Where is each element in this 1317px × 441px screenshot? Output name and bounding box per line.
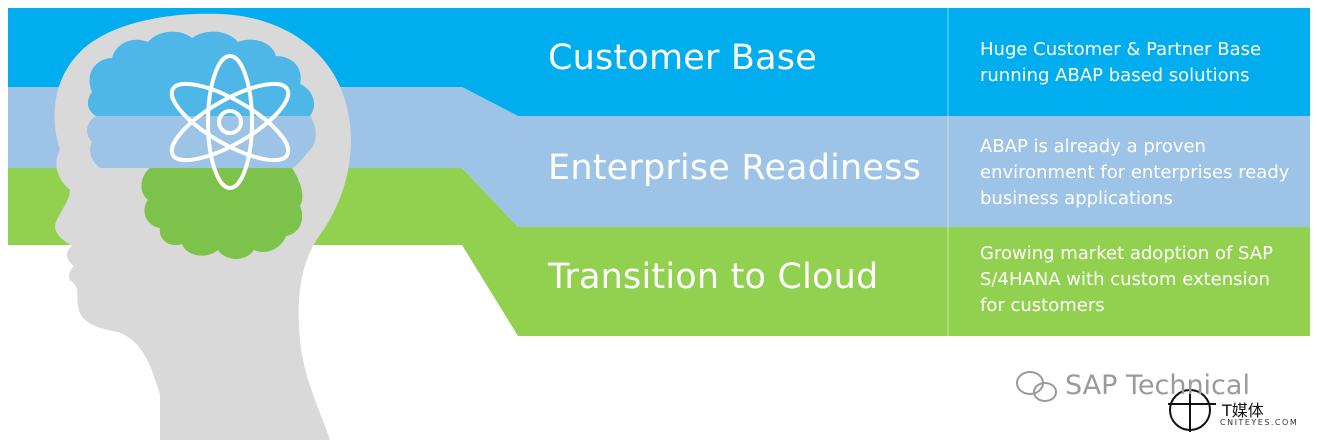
brain-lower-lobe	[141, 168, 303, 259]
desc-line: S/4HANA with custom extension	[980, 269, 1270, 290]
watermark-text: SAP Technical	[1065, 370, 1250, 401]
desc-line: running ABAP based solutions	[980, 65, 1250, 86]
band-customer-base	[8, 8, 1310, 116]
desc-transition-to-cloud: Growing market adoption of SAP S/4HANA w…	[980, 241, 1305, 319]
atom-orbit-left	[169, 81, 291, 163]
title-customer-base: Customer Base	[548, 38, 817, 78]
desc-customer-base: Huge Customer & Partner Base running ABA…	[980, 37, 1305, 89]
desc-line: Growing market adoption of SAP	[980, 243, 1273, 264]
watermark-url: CNITEYES.COM	[1220, 418, 1299, 427]
desc-enterprise-readiness: ABAP is already a proven environment for…	[980, 134, 1305, 212]
title-enterprise-readiness: Enterprise Readiness	[548, 148, 922, 188]
atom-orbit-right	[169, 81, 291, 163]
wechat-icon	[1016, 371, 1057, 402]
desc-line: ABAP is already a proven	[980, 136, 1206, 157]
watermark-logo-icon	[1168, 389, 1216, 432]
atom-nucleus	[217, 109, 243, 135]
atom-icon	[169, 54, 291, 190]
watermark-brand: T媒体	[1222, 401, 1264, 420]
desc-line: environment for enterprises ready	[980, 162, 1290, 183]
desc-line: business applications	[980, 188, 1173, 209]
atom-orbit-vertical	[206, 54, 254, 190]
desc-line: Huge Customer & Partner Base	[980, 39, 1262, 60]
desc-line: for customers	[980, 295, 1105, 316]
title-transition-to-cloud: Transition to Cloud	[548, 257, 879, 297]
brain-upper-lobe	[87, 31, 315, 117]
